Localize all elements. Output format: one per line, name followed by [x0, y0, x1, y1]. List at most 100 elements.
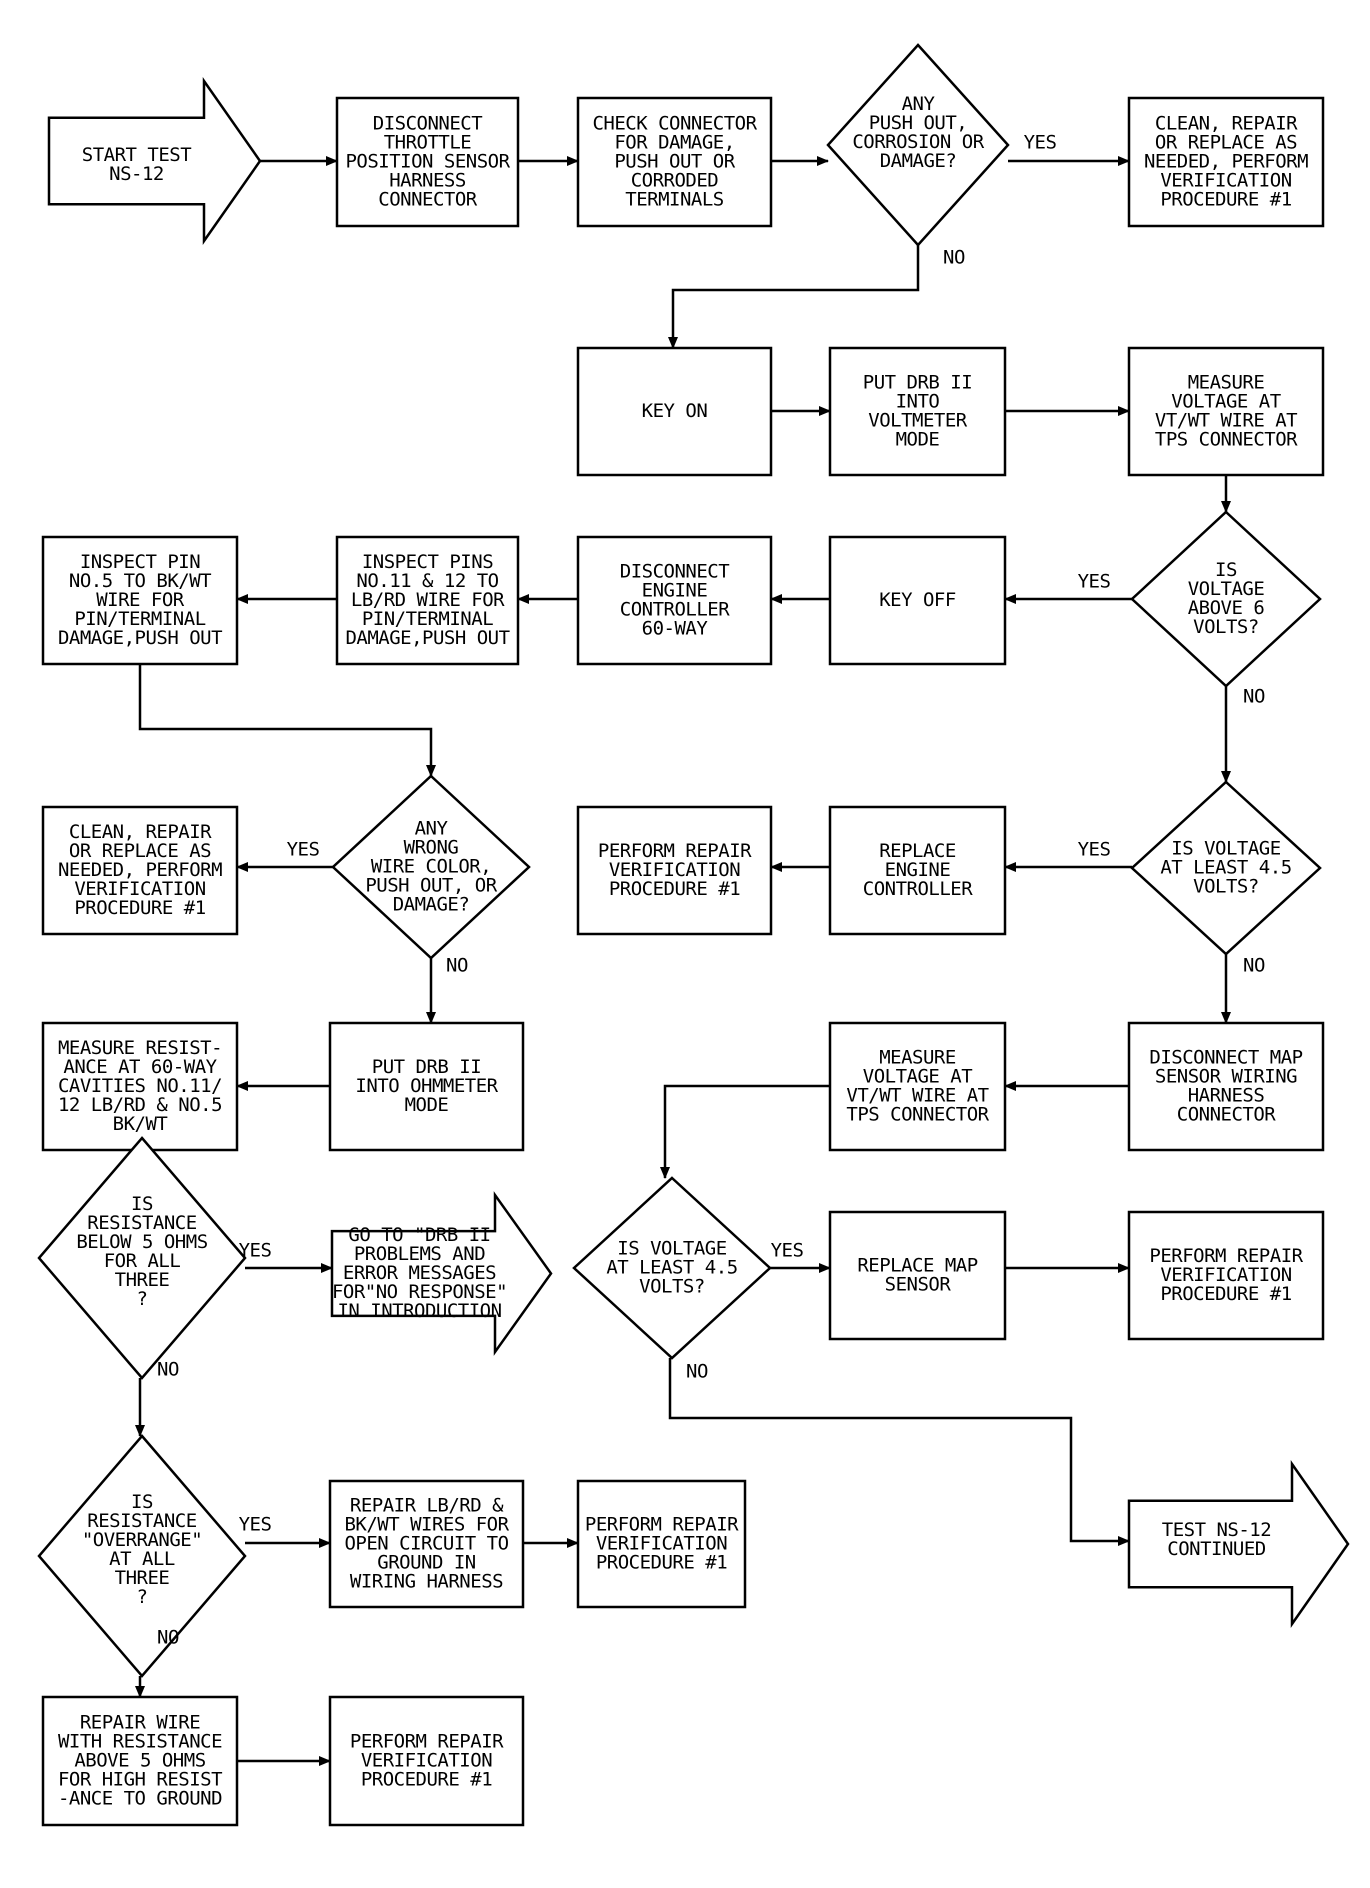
node-key-on: KEY ON [576, 346, 773, 477]
node-text-line: PUSH OUT, [869, 112, 967, 134]
node-text-line: VERIFICATION [361, 1750, 492, 1772]
node-text-line: KEY OFF [879, 589, 956, 611]
edge-label-no-overrange: NO [157, 1627, 179, 1649]
node-text-line: GROUND IN [377, 1552, 476, 1574]
node-text-line: WIRE COLOR, [371, 856, 491, 878]
process-box [328, 1479, 525, 1609]
node-text-line: RESISTANCE [87, 1212, 196, 1234]
node-text-line: 60-WAY [642, 618, 709, 640]
node-text-line: VT/WT WIRE AT [1155, 410, 1297, 432]
block-arrow [47, 77, 262, 245]
node-text-line: NO.5 TO BK/WT [69, 570, 211, 592]
process-box [576, 346, 773, 477]
node-text-line: THROTTLE [384, 132, 472, 154]
node-text-line: VERIFICATION [1160, 170, 1291, 192]
node-text-line: BK/WT WIRES FOR [344, 1514, 509, 1536]
shapes: START TESTNS-12DISCONNECTTHROTTLEPOSITIO… [37, 43, 1350, 1827]
decision-diamond [37, 1434, 247, 1678]
edge-label-no-pushout: NO [943, 247, 965, 269]
node-text-line: -ANCE TO GROUND [58, 1788, 222, 1810]
node-text-line: PUSH OUT, OR [365, 875, 497, 897]
node-text-line: PROCEDURE #1 [596, 1552, 727, 1574]
node-text-line: HARNESS [1188, 1085, 1265, 1107]
node-text-line: THREE [115, 1567, 170, 1589]
node-text-line: DISCONNECT [373, 113, 482, 135]
connector-arrow [660, 1084, 830, 1179]
node-text-line: ANY [902, 93, 936, 115]
node-text-line: HARNESS [389, 170, 466, 192]
node-text-line: LB/RD WIRE FOR [351, 589, 505, 611]
node-text-line: INSPECT PINS [362, 551, 493, 573]
node-text-line: ENGINE [642, 580, 708, 602]
node-text-line: REPLACE [879, 840, 956, 862]
node-text-line: CONNECTOR [1177, 1104, 1277, 1126]
node-text-line: NEEDED, PERFORM [1144, 151, 1308, 173]
node-text-line: START TEST [82, 144, 191, 166]
node-text-line: PROCEDURE #1 [609, 878, 740, 900]
node-text-line: PERFORM REPAIR [350, 1731, 504, 1753]
node-text-line: PERFORM REPAIR [1149, 1245, 1303, 1267]
node-text-line: REPLACE MAP [857, 1255, 977, 1277]
node-text-line: IS [131, 1491, 153, 1513]
node-text-line: VOLTAGE AT [863, 1066, 972, 1088]
connector-arrow [668, 245, 920, 349]
node-text-line: PUT DRB II [372, 1056, 481, 1078]
process-box [576, 805, 773, 936]
node-text-line: BK/WT [113, 1113, 168, 1135]
edge-label-yes-45b: YES [771, 1240, 804, 1262]
edge-label-no-45b: NO [686, 1361, 708, 1383]
process-box [335, 96, 520, 228]
node-text-line: OR REPLACE AS [1155, 132, 1297, 154]
node-text-line: WIRE FOR [96, 589, 185, 611]
process-box [576, 96, 773, 228]
edge-label-yes-below5: YES [239, 1240, 272, 1262]
node-text-line: FOR DAMAGE, [614, 132, 734, 154]
node-text-line: INSPECT PIN [80, 551, 200, 573]
node-text-line: CHECK CONNECTOR [592, 113, 757, 135]
process-box [328, 1021, 525, 1152]
node-text-line: VERIFICATION [609, 859, 740, 881]
node-text-line: ? [137, 1586, 148, 1608]
node-text-line: IS [131, 1193, 153, 1215]
process-box [41, 1695, 239, 1827]
node-text-line: PIN/TERMINAL [362, 608, 493, 630]
node-text-line: REPAIR WIRE [80, 1712, 200, 1734]
node-text-line: CLEAN, REPAIR [1155, 113, 1298, 135]
node-text-line: FOR HIGH RESIST [58, 1769, 222, 1791]
node-text-line: PROCEDURE #1 [74, 897, 205, 919]
decision-diamond [37, 1136, 247, 1380]
node-text-line: INTO OHMMETER [355, 1075, 498, 1097]
node-text-line: VOLTAGE [1188, 578, 1265, 600]
process-box [828, 805, 1007, 936]
node-text-line: TERMINALS [625, 189, 724, 211]
node-text-line: SENSOR [885, 1274, 952, 1296]
node-text-line: SENSOR WIRING [1155, 1066, 1297, 1088]
node-text-line: OPEN CIRCUIT TO [344, 1533, 508, 1555]
process-box [828, 1210, 1007, 1341]
node-text-line: VERIFICATION [596, 1533, 727, 1555]
node-text-line: VERIFICATION [74, 878, 205, 900]
decision-diamond [826, 43, 1010, 247]
node-text-line: GO TO "DRB II [348, 1224, 490, 1246]
node-text-line: ERROR MESSAGES [343, 1262, 496, 1284]
edge-label-yes-45a: YES [1078, 839, 1111, 861]
node-text-line: WRONG [404, 837, 459, 859]
node-text-line: NEEDED, PERFORM [58, 859, 222, 881]
node-text-line: VOLTS? [639, 1276, 705, 1298]
node-text-line: PROBLEMS AND [354, 1243, 485, 1265]
node-text-line: AT ALL [109, 1548, 175, 1570]
